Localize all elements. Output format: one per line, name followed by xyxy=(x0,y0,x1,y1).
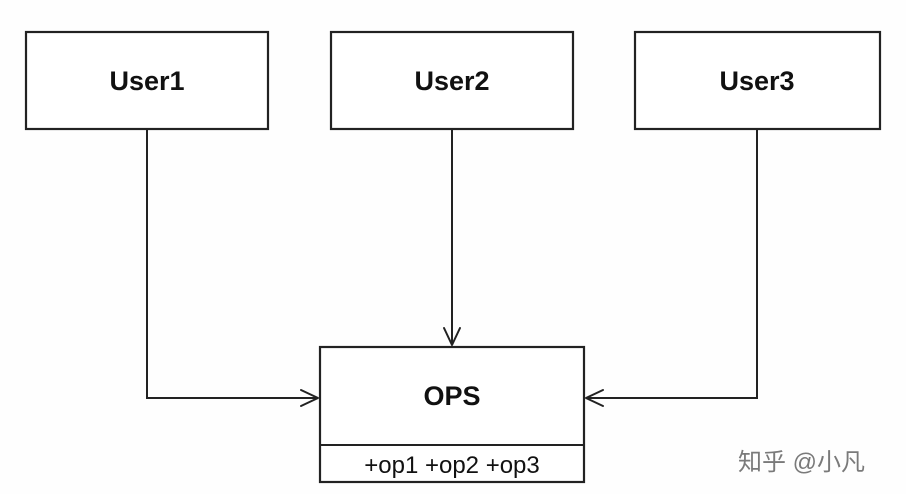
edge-user1-ops xyxy=(146,129,319,407)
arrowhead-user2-ops xyxy=(443,327,461,346)
arrowhead-user1-ops xyxy=(300,389,319,407)
user2-node: User2 xyxy=(329,30,575,131)
user3-label: User3 xyxy=(719,66,794,96)
ops-operations: +op1 +op2 +op3 xyxy=(364,452,540,479)
ops-box xyxy=(318,345,586,484)
user1-label: User1 xyxy=(109,66,184,96)
edge-user2-ops xyxy=(443,129,461,346)
user2-label: User2 xyxy=(414,66,489,96)
user3-box xyxy=(633,30,882,131)
edge-user1-ops-line xyxy=(146,129,318,399)
user3-node: User3 xyxy=(633,30,882,131)
user1-box xyxy=(24,30,270,131)
user2-box xyxy=(329,30,575,131)
watermark-text: 知乎 @小凡 xyxy=(738,449,865,476)
user1-node: User1 xyxy=(24,30,270,131)
ops-label: OPS xyxy=(423,381,480,411)
edge-user3-ops-line xyxy=(586,129,758,399)
edge-user3-ops xyxy=(585,129,758,407)
arrowhead-user3-ops xyxy=(585,389,604,407)
ops-node: OPS +op1 +op2 +op3 xyxy=(318,345,586,484)
